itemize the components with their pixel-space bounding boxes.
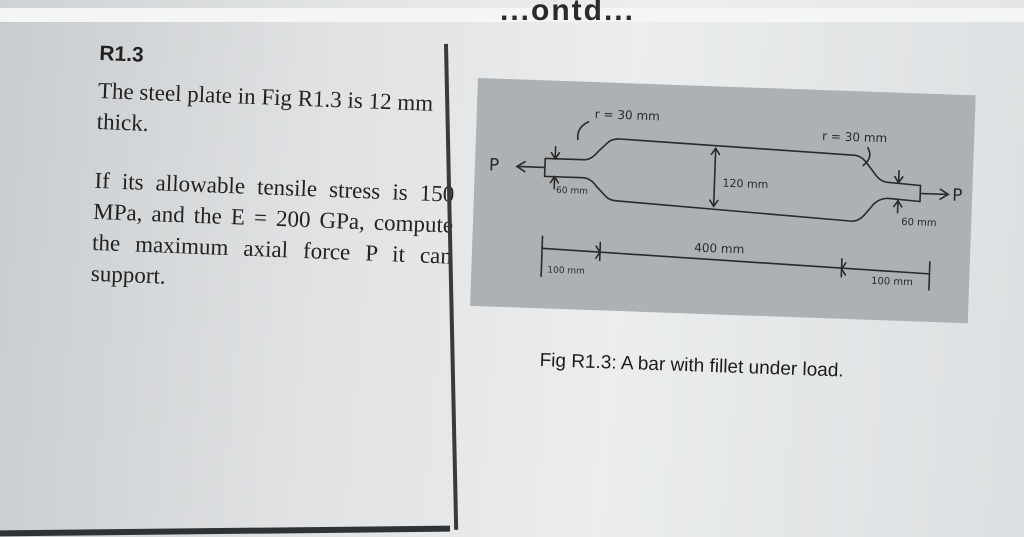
radius-leader-right xyxy=(862,146,871,167)
width-dimension-middle xyxy=(712,147,717,208)
top-strip xyxy=(0,8,1024,22)
force-arrow-left xyxy=(516,165,546,169)
problem-paragraph-2: If its allowable tensile stress is 150 M… xyxy=(90,167,455,289)
length-dimension-line xyxy=(541,247,931,275)
problem-statement: R1.3 The steel plate in Fig R1.3 is 12 m… xyxy=(90,38,459,303)
bottom-edge-bar xyxy=(0,525,451,537)
figure-sketch: r = 30 mm r = 30 mm P P 60 mm 120 mm 60 … xyxy=(470,78,976,324)
length-label-right: 100 mm xyxy=(871,276,913,288)
force-label-left: P xyxy=(489,155,500,175)
bar-top-edge xyxy=(544,138,922,187)
bar-bottom-edge xyxy=(543,175,921,222)
cut-off-header: ...ontd... xyxy=(500,0,635,27)
radius-label-left: r = 30 mm xyxy=(595,107,661,123)
radius-leader-left xyxy=(576,121,590,141)
length-label-left: 100 mm xyxy=(547,266,585,277)
problem-paragraph-1: The steel plate in Fig R1.3 is 12 mm thi… xyxy=(96,77,434,136)
force-arrow-right xyxy=(919,192,950,196)
force-arrowhead-left xyxy=(515,160,526,173)
bar-diagram: r = 30 mm r = 30 mm P P 60 mm 120 mm 60 … xyxy=(489,107,963,291)
radius-label-right: r = 30 mm xyxy=(822,129,888,145)
force-label-right: P xyxy=(952,186,963,206)
force-arrowhead-right xyxy=(939,188,950,200)
width-label-left: 60 mm xyxy=(556,186,588,197)
length-label-middle: 400 mm xyxy=(694,241,745,257)
width-label-right: 60 mm xyxy=(901,217,937,229)
figure-caption: Fig R1.3: A bar with fillet under load. xyxy=(539,350,844,382)
width-label-middle: 120 mm xyxy=(722,177,768,192)
